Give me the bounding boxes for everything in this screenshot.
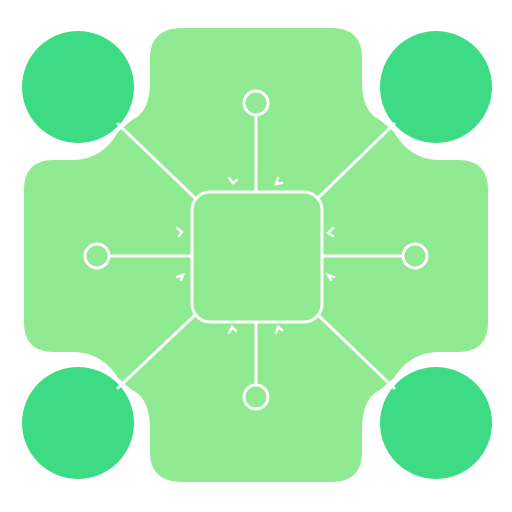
corner-circle-bottom-right (380, 367, 492, 479)
corner-circle-top-right (380, 31, 492, 143)
diagonal-connectors (116, 122, 396, 390)
pin-tick (274, 324, 284, 335)
pin-tick (227, 324, 238, 335)
diagonal-connector-bottom-right (316, 313, 396, 390)
pin-tick (325, 272, 336, 282)
corner-circle-top-left (22, 31, 134, 143)
diagonal-connector-top-right (316, 122, 396, 200)
pin-tick (325, 226, 335, 238)
diagonal-connector-top-left (116, 122, 197, 200)
node-left (83, 242, 111, 270)
node-top (242, 89, 270, 117)
straight-connectors (83, 89, 429, 411)
pin-tick (175, 272, 186, 282)
corner-circle-bottom-left (22, 367, 134, 479)
node-bottom (242, 383, 270, 411)
pin-tick (227, 176, 239, 185)
pin-tick (274, 176, 284, 186)
pin-tick (175, 226, 184, 238)
chip-pin-ticks (175, 176, 336, 335)
central-chip (190, 190, 324, 324)
diagonal-connector-bottom-left (116, 313, 197, 390)
node-right (401, 242, 429, 270)
